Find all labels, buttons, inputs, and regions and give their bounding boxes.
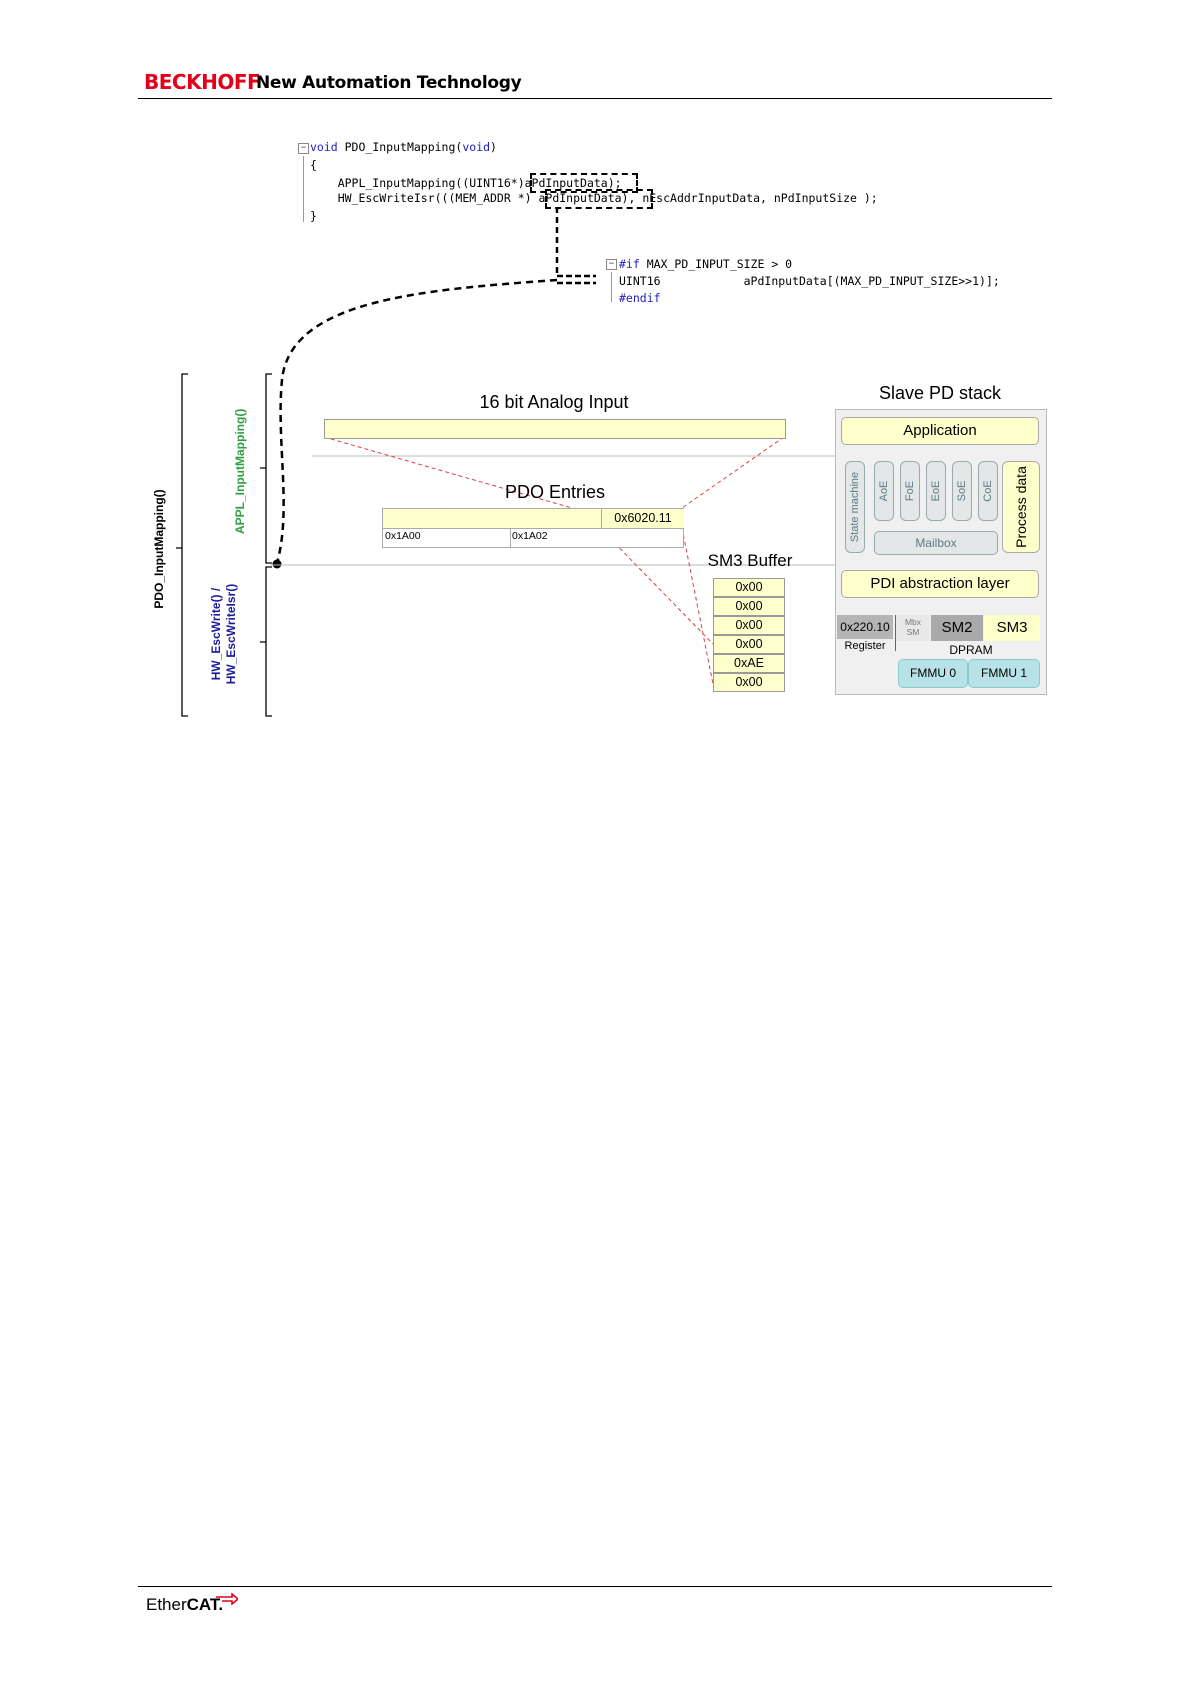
ethercat-arrow-icon <box>216 1593 238 1605</box>
stack-register-label: Register <box>844 640 886 652</box>
service-label: SoE <box>956 480 968 502</box>
collapse-icon[interactable]: − <box>606 259 617 270</box>
ethercat-logo: EtherCAT. <box>146 1595 224 1614</box>
collapse-icon[interactable]: − <box>298 143 309 154</box>
stack-process-data-label: Process data <box>1013 466 1029 548</box>
analog-input-bar <box>324 419 786 439</box>
mapping-line-analog-right <box>681 436 785 509</box>
sm3-buffer-cell: 0x00 <box>713 635 785 654</box>
title-analog-input: 16 bit Analog Input <box>479 392 629 412</box>
mapping-line-analog-left <box>323 436 601 517</box>
label-hw-escwrite-line2: HW_EscWriteIsr() <box>224 583 238 685</box>
stack-mbx-sm-line1: Mbx <box>904 617 922 627</box>
stack-service-coe: CoE <box>978 461 998 521</box>
highlight-apdinputdata-2 <box>545 189 653 209</box>
stack-sm3: SM3 <box>984 615 1040 641</box>
stack-application: Application <box>841 417 1039 445</box>
pdo-entries-row-yellow <box>383 509 601 529</box>
stack-mbx-sm: Mbx SM <box>896 615 930 641</box>
pdo-entry-0x6020: 0x6020.11 <box>601 509 684 529</box>
stack-reg-0x220: 0x220.10 <box>837 615 893 639</box>
pdo-entries-table: 0x6020.11 0x1A00 0x1A02 <box>382 508 684 548</box>
stack-fmmu1: FMMU 1 <box>968 659 1040 688</box>
highlight-apdinputdata-1 <box>530 173 638 193</box>
title-sm3-buffer: SM3 Buffer <box>707 551 793 570</box>
sm3-buffer-cell: 0x00 <box>713 578 785 597</box>
connector-endpoint-dot <box>272 559 282 569</box>
stack-mailbox: Mailbox <box>874 531 998 555</box>
stack-mbx-sm-line2: SM <box>906 627 920 637</box>
stack-service-foe: FoE <box>900 461 920 521</box>
pdo-0x1a00: 0x1A00 <box>385 530 421 542</box>
stack-process-data: Process data <box>1002 461 1040 553</box>
service-label: EoE <box>930 480 942 502</box>
label-hw-escwrite-line1: HW_EscWrite() / <box>209 587 223 681</box>
code-line-3: APPL_InputMapping((UINT16*)aPdInputData)… <box>310 176 622 190</box>
dashed-connector-curve <box>275 278 558 564</box>
bracket-pdo-inputmapping <box>176 373 188 717</box>
stack-sm2: SM2 <box>931 615 983 641</box>
label-appl-inputmapping: APPL_InputMapping() <box>233 408 247 534</box>
code-line-1: void PDO_InputMapping(void) <box>310 140 497 154</box>
pdo-divider <box>510 528 511 547</box>
code-line-5: } <box>310 209 317 223</box>
stack-state-machine: State machine <box>845 461 865 553</box>
sm3-buffer-cell: 0x00 <box>713 597 785 616</box>
pdo-0x1a02: 0x1A02 <box>512 530 548 542</box>
sm3-buffer-cell: 0xAE <box>713 654 785 673</box>
code-line-2: { <box>310 158 317 172</box>
beckhoff-logo: BECKHOFF <box>144 70 261 94</box>
page-header: BECKHOFF New Automation Technology <box>138 66 1052 99</box>
code-fold-line <box>303 156 304 222</box>
slave-pd-stack: Application State machine AoE FoE EoE So… <box>835 409 1047 695</box>
header-tagline: New Automation Technology <box>256 73 522 93</box>
service-label: AoE <box>878 480 890 502</box>
code-line-if: #if MAX_PD_INPUT_SIZE > 0 <box>619 257 793 271</box>
stack-service-eoe: EoE <box>926 461 946 521</box>
stack-service-aoe: AoE <box>874 461 894 521</box>
mapping-line-entry-right <box>681 527 714 685</box>
stack-dpram-label: DPRAM <box>949 643 993 657</box>
stack-register-divider <box>895 615 896 651</box>
sm3-buffer-cell: 0x00 <box>713 616 785 635</box>
stack-fmmu0: FMMU 0 <box>898 659 968 688</box>
stack-pdi-abstraction-layer: PDI abstraction layer <box>841 570 1039 598</box>
sm3-buffer-cell: 0x00 <box>713 673 785 692</box>
bracket-appl-inputmapping <box>260 373 272 564</box>
service-label: FoE <box>904 480 916 502</box>
label-pdo-inputmapping: PDO_InputMapping() <box>152 489 166 609</box>
bracket-hw-escwrite <box>260 566 272 717</box>
code-line-decl: UINT16 aPdInputData[(MAX_PD_INPUT_SIZE>>… <box>619 274 1000 288</box>
service-label: CoE <box>982 480 994 502</box>
code-line-endif: #endif <box>619 291 661 305</box>
stack-state-machine-label: State machine <box>849 471 861 543</box>
title-slave-pd-stack: Slave PD stack <box>878 383 1002 403</box>
code-fold-line <box>611 272 612 302</box>
mapping-line-entry-left <box>599 527 714 645</box>
title-pdo-entries: PDO Entries <box>504 482 606 502</box>
code-line-4: HW_EscWriteIsr(((MEM_ADDR *) aPdInputDat… <box>310 191 878 205</box>
page-footer: EtherCAT. <box>138 1586 1052 1627</box>
stack-service-soe: SoE <box>952 461 972 521</box>
